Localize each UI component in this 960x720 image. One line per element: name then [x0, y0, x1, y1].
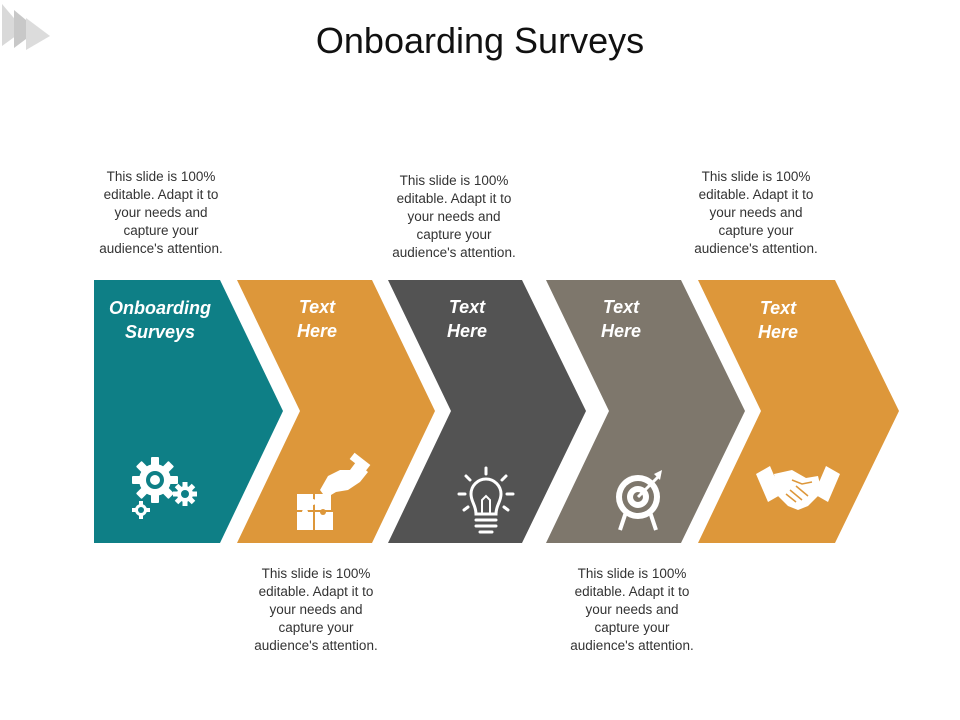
step-1-label-line2: Surveys: [125, 322, 195, 342]
target-icon: [616, 470, 662, 531]
step-5-label-line2: Here: [758, 322, 798, 342]
step-3-label-line1: Text: [449, 297, 486, 317]
step-3-label-line2: Here: [447, 321, 487, 341]
lightbulb-icon: [457, 466, 515, 534]
step-4-label-line1: Text: [603, 297, 640, 317]
puzzle-hand-icon: [297, 452, 371, 530]
step-1-arrow: Onboarding Surveys: [94, 280, 283, 543]
step-3-arrow: Text Here: [388, 280, 586, 543]
step-2-arrow: Text Here: [237, 280, 435, 543]
step-5-arrow: Text Here: [698, 280, 899, 543]
step-2-label-line1: Text: [299, 297, 336, 317]
step-4-label-line2: Here: [601, 321, 641, 341]
logo-icon: [2, 4, 50, 50]
page-title: Onboarding Surveys: [315, 20, 645, 61]
step-2-label-line2: Here: [297, 321, 337, 341]
step-4-arrow: Text Here: [546, 280, 745, 543]
gears-icon: [132, 457, 197, 519]
handshake-icon: [756, 466, 840, 510]
step-1-label-line1: Onboarding: [109, 298, 211, 318]
step-5-label-line1: Text: [760, 298, 797, 318]
